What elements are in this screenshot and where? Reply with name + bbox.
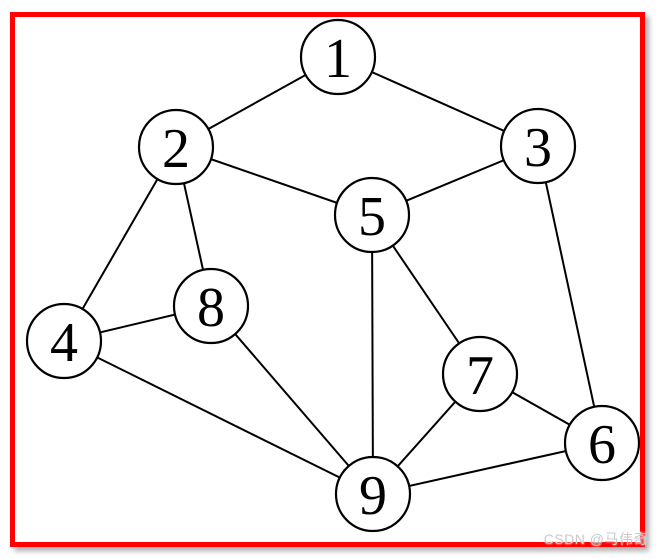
graph-edge-3-6	[537, 145, 603, 444]
node-label-4: 4	[50, 312, 78, 374]
graph-node-6: 6	[563, 404, 641, 482]
node-circle-2	[137, 108, 215, 186]
node-circle-6	[563, 404, 641, 482]
node-label-9: 9	[359, 465, 387, 527]
graph-edge-4-9	[63, 340, 374, 495]
node-label-1: 1	[324, 28, 352, 90]
node-label-6: 6	[588, 414, 616, 476]
node-circle-1	[299, 18, 377, 96]
graph-node-5: 5	[333, 176, 411, 254]
node-circle-7	[441, 335, 519, 413]
node-circle-5	[333, 176, 411, 254]
graph-edge-6-9	[372, 442, 603, 495]
node-label-7: 7	[466, 345, 494, 407]
graph-node-8: 8	[172, 267, 250, 345]
graph-node-1: 1	[299, 18, 377, 96]
graph-node-4: 4	[25, 302, 103, 380]
watermark: CSDN @马伟奇	[543, 531, 648, 547]
node-label-3: 3	[524, 117, 552, 179]
nodes-layer: 1 2 3 4 5 6 7 8 9	[25, 18, 641, 533]
graph-edge-8-9	[210, 305, 374, 495]
graph-node-3: 3	[499, 107, 577, 185]
node-label-8: 8	[197, 277, 225, 339]
node-circle-3	[499, 107, 577, 185]
graph-node-2: 2	[137, 108, 215, 186]
node-label-5: 5	[358, 186, 386, 248]
graph-edge-5-9	[371, 214, 374, 495]
graph-node-7: 7	[441, 335, 519, 413]
node-label-2: 2	[162, 118, 190, 180]
node-circle-9	[334, 455, 412, 533]
node-circle-4	[25, 302, 103, 380]
node-circle-8	[172, 267, 250, 345]
graph-node-9: 9	[334, 455, 412, 533]
